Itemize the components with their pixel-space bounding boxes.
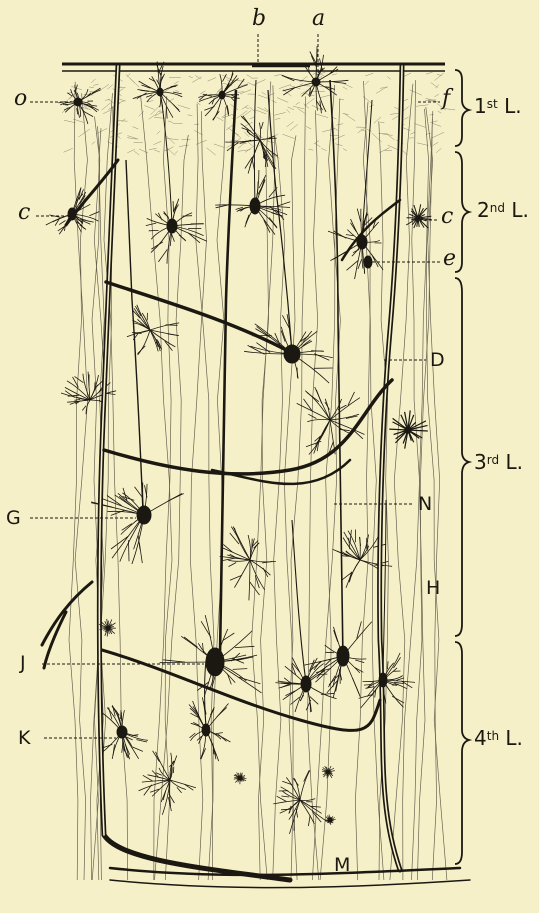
label-f: f <box>442 88 450 110</box>
neuron-2nd-a <box>250 198 260 214</box>
layer-2-suffix: L. <box>511 198 529 222</box>
layer-1-num: 1 <box>474 94 487 118</box>
brace-layer-2 <box>455 152 469 272</box>
layer-4-sup: th <box>487 729 499 743</box>
layer-4-suffix: L. <box>505 726 523 750</box>
layer-3-suffix: L. <box>505 450 523 474</box>
label-e: e <box>443 248 456 270</box>
neurons <box>68 78 387 738</box>
label-o: o <box>14 88 27 110</box>
neuron-4th-b <box>379 673 387 687</box>
neuron-4th-c <box>202 724 210 736</box>
label-K: K <box>18 727 30 749</box>
brace-layer-1 <box>455 70 469 146</box>
neuron-2nd-c <box>357 235 367 249</box>
neuron-k <box>117 726 127 738</box>
neuron-1st-a <box>312 78 320 86</box>
neuron-1st-c <box>219 91 225 99</box>
label-J: J <box>20 652 26 674</box>
layer-braces <box>455 70 469 864</box>
layer-3-num: 3 <box>474 450 487 474</box>
vessel-stub-left <box>42 582 92 668</box>
layer-3-sup: rd <box>487 453 499 467</box>
label-c-right: c <box>441 206 453 228</box>
label-b: b <box>252 8 266 30</box>
label-D: D <box>430 349 445 371</box>
label-a: a <box>312 8 325 30</box>
vessel-base <box>110 868 460 875</box>
pyramidal-cell-j <box>206 648 224 676</box>
label-M: M <box>334 854 350 876</box>
label-c-left: c <box>18 202 30 224</box>
neuron-c-left <box>68 208 76 220</box>
label-H: H <box>426 577 440 599</box>
pyramidal-cell-right <box>337 646 349 666</box>
layer-2-sup: nd <box>490 201 505 215</box>
neuron-4th-a <box>301 676 311 692</box>
layer-label-1: 1st L. <box>474 95 522 117</box>
layer-2-num: 2 <box>477 198 490 222</box>
vessel-upper-right <box>342 200 400 260</box>
neuron-mid <box>284 345 300 363</box>
layer-label-3: 3rd L. <box>474 451 523 473</box>
neuron-1st-o <box>74 98 82 106</box>
neuron-e <box>364 256 372 268</box>
brace-layer-3 <box>455 278 469 636</box>
molecular-layer-texture <box>62 72 455 158</box>
label-N: N <box>418 493 432 515</box>
layer-label-2: 2nd L. <box>477 199 529 221</box>
layer-label-4: 4th L. <box>474 727 523 749</box>
layer-1-sup: st <box>487 97 498 111</box>
layer-4-num: 4 <box>474 726 487 750</box>
neuron-2nd-b <box>167 219 177 233</box>
layer-1-suffix: L. <box>504 94 522 118</box>
neuron-1st-b <box>157 88 163 96</box>
neuron-g <box>137 506 151 524</box>
brace-layer-4 <box>455 642 469 864</box>
label-G: G <box>6 507 21 529</box>
